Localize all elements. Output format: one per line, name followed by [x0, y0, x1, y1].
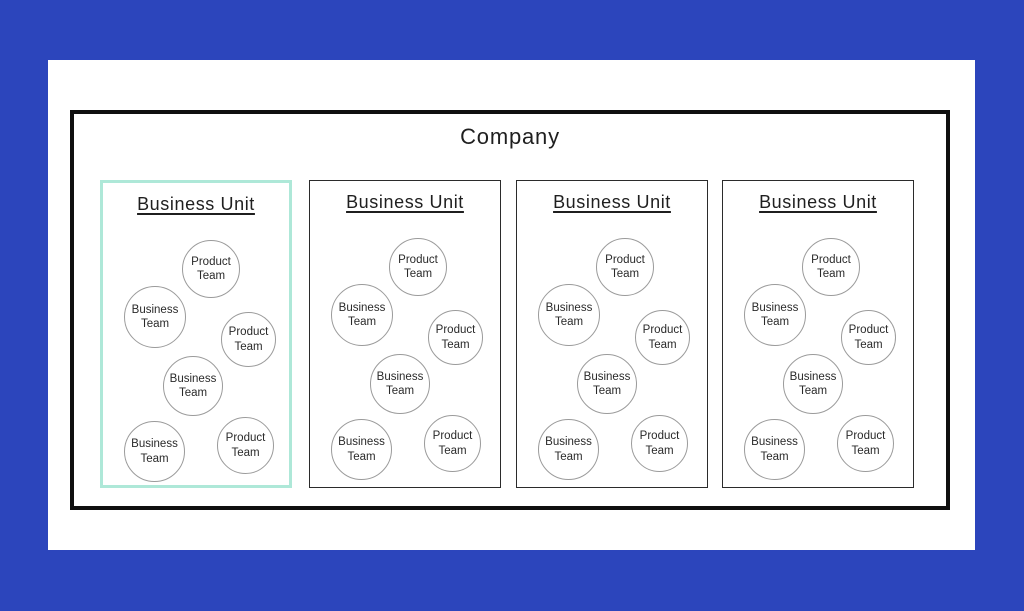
product-team-circle: Product Team	[596, 238, 654, 296]
product-team-circle: Product Team	[424, 415, 481, 472]
business-team-circle: Business Team	[783, 354, 843, 414]
business-unit-box-3: Business Unit Product Team Business Team…	[516, 180, 708, 488]
business-team-circle: Business Team	[124, 421, 185, 482]
product-team-circle: Product Team	[182, 240, 240, 298]
business-unit-box-4: Business Unit Product Team Business Team…	[722, 180, 914, 488]
business-team-circle: Business Team	[538, 284, 600, 346]
product-team-circle: Product Team	[389, 238, 447, 296]
product-team-circle: Product Team	[635, 310, 690, 365]
product-team-circle: Product Team	[837, 415, 894, 472]
business-unit-title: Business Unit	[346, 192, 464, 212]
business-team-circle: Business Team	[331, 419, 392, 480]
product-team-circle: Product Team	[428, 310, 483, 365]
business-team-circle: Business Team	[124, 286, 186, 348]
business-unit-title: Business Unit	[553, 192, 671, 212]
business-team-circle: Business Team	[744, 419, 805, 480]
business-team-circle: Business Team	[744, 284, 806, 346]
business-unit-title: Business Unit	[137, 194, 255, 214]
canvas-sheet: Company Business Unit Product Team Busin…	[48, 60, 975, 550]
business-team-circle: Business Team	[331, 284, 393, 346]
business-unit-box-1: Business Unit Product Team Business Team…	[100, 180, 292, 488]
product-team-circle: Product Team	[631, 415, 688, 472]
business-team-circle: Business Team	[163, 356, 223, 416]
business-team-circle: Business Team	[538, 419, 599, 480]
product-team-circle: Product Team	[802, 238, 860, 296]
product-team-circle: Product Team	[221, 312, 276, 367]
business-team-circle: Business Team	[577, 354, 637, 414]
company-title: Company	[460, 124, 560, 149]
company-box: Company Business Unit Product Team Busin…	[70, 110, 950, 510]
business-unit-title: Business Unit	[759, 192, 877, 212]
business-team-circle: Business Team	[370, 354, 430, 414]
product-team-circle: Product Team	[841, 310, 896, 365]
business-unit-box-2: Business Unit Product Team Business Team…	[309, 180, 501, 488]
product-team-circle: Product Team	[217, 417, 274, 474]
